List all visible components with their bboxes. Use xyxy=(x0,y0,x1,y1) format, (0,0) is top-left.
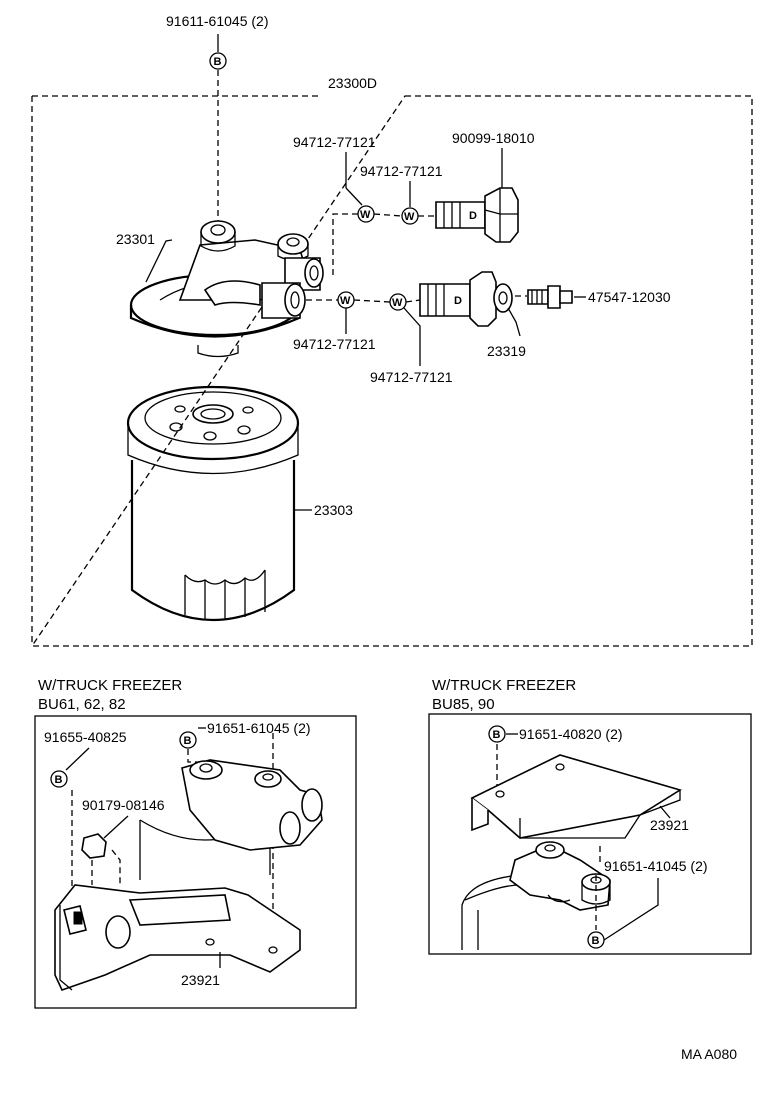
label-gasket-a: 94712-77121 xyxy=(293,134,376,150)
svg-text:B: B xyxy=(184,735,192,747)
svg-text:W: W xyxy=(392,297,403,309)
bolt-marker-icon: B xyxy=(179,731,197,749)
label-gasket-b: 94712-77121 xyxy=(360,163,443,179)
panel-right-heading-1: W/TRUCK FREEZER xyxy=(432,677,576,694)
label-union-sensor: 23319 xyxy=(487,343,526,359)
filter-bracket-drawing xyxy=(129,220,324,358)
sensor-plug-drawing xyxy=(527,285,573,309)
figure-code: MA A080 xyxy=(681,1046,737,1062)
bolt-marker-icon: B xyxy=(587,931,605,949)
left-bracket-drawing xyxy=(54,884,301,991)
washer-icon: W xyxy=(337,291,355,309)
label-right-bolt-top: 91651-40820 (2) xyxy=(519,726,623,742)
right-filter-drawing xyxy=(461,841,611,950)
bolt-marker-icon: B xyxy=(209,52,227,70)
washer-icon: W xyxy=(401,207,419,225)
panel-right-frame xyxy=(428,713,752,955)
assembly-frame xyxy=(30,95,753,647)
label-left-bracket: 23921 xyxy=(181,972,220,988)
label-right-bracket: 23921 xyxy=(650,817,689,833)
left-filter-drawing xyxy=(139,759,323,880)
svg-text:W: W xyxy=(404,211,415,223)
label-bolt-top: 91611-61045 (2) xyxy=(166,13,268,29)
panel-left-heading-1: W/TRUCK FREEZER xyxy=(38,677,182,694)
label-union-bolt: 90099-18010 xyxy=(452,130,535,146)
panel-left-heading-2: BU61, 62, 82 xyxy=(38,696,126,713)
svg-text:W: W xyxy=(360,209,371,221)
label-right-bolt-bottom: 91651-41045 (2) xyxy=(604,858,708,874)
svg-text:B: B xyxy=(55,774,63,786)
svg-text:D: D xyxy=(454,295,462,307)
label-left-bolt-right: 91651-61045 (2) xyxy=(207,720,311,736)
bolt-marker-icon: B xyxy=(488,725,506,743)
bolt-marker-icon: B xyxy=(50,770,68,788)
label-filter-element: 23303 xyxy=(314,502,353,518)
label-gasket-d: 94712-77121 xyxy=(370,369,453,385)
label-filter-bracket: 23301 xyxy=(116,231,155,247)
svg-text:D: D xyxy=(469,210,477,222)
svg-text:B: B xyxy=(592,935,600,947)
label-left-nut: 90179-08146 xyxy=(82,797,165,813)
label-sensor-plug: 47547-12030 xyxy=(588,289,671,305)
label-left-bolt: 91655-40825 xyxy=(44,729,127,745)
panel-left-frame xyxy=(34,715,357,1009)
right-bracket-drawing xyxy=(470,754,682,839)
label-assembly-number: 23300D xyxy=(328,75,377,91)
svg-text:W: W xyxy=(340,295,351,307)
nut-drawing xyxy=(81,833,107,859)
filter-element-drawing xyxy=(126,385,300,622)
washer-icon: W xyxy=(389,293,407,311)
label-gasket-c: 94712-77121 xyxy=(293,336,376,352)
panel-right-heading-2: BU85, 90 xyxy=(432,696,495,713)
union-bolt-drawing: D xyxy=(435,187,519,243)
svg-text:B: B xyxy=(493,729,501,741)
washer-icon: W xyxy=(357,205,375,223)
union-sensor-drawing: D xyxy=(419,271,513,327)
svg-text:B: B xyxy=(214,56,222,68)
